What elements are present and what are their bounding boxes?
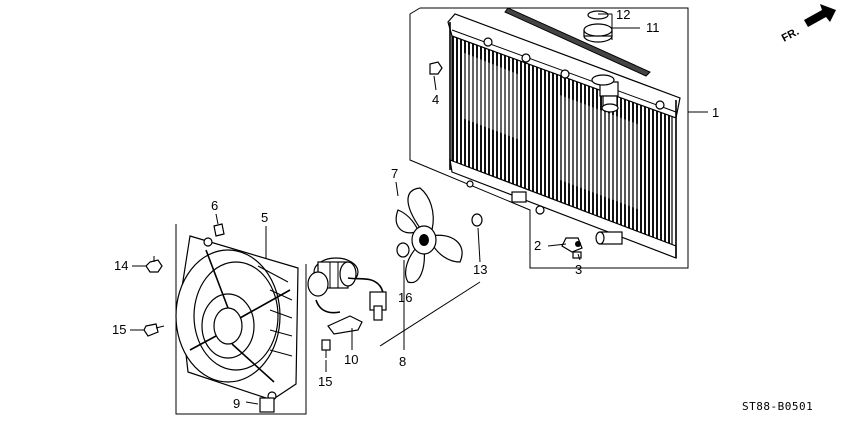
connector-holder	[259, 397, 275, 413]
callout-2: 2	[534, 238, 541, 253]
callout-1: 1	[712, 105, 719, 120]
fan-shroud	[175, 224, 307, 415]
bolt-15-left	[143, 323, 165, 337]
fan-washer	[396, 242, 410, 258]
fan-nut	[471, 213, 483, 227]
radiator-cap	[583, 10, 613, 43]
callout-5: 5	[261, 210, 268, 225]
callout-15-left: 15	[112, 322, 126, 337]
front-label: FR.	[780, 26, 801, 45]
fan-motor	[307, 257, 387, 321]
callout-13: 13	[473, 262, 487, 277]
diagram-code: ST88-B0501	[742, 400, 813, 413]
shroud-clip	[213, 223, 225, 237]
callout-14: 14	[114, 258, 128, 273]
callout-9: 9	[233, 396, 240, 411]
leader-lines	[130, 13, 708, 405]
callout-12: 12	[616, 7, 630, 22]
callout-16: 16	[398, 290, 412, 305]
cap-seal	[587, 10, 609, 20]
radiator-seal-strip	[504, 7, 651, 77]
fan-blade	[395, 187, 463, 284]
callout-3: 3	[575, 262, 582, 277]
filler-neck	[591, 74, 615, 86]
radiator-assembly	[409, 7, 689, 269]
drain-plug	[561, 237, 583, 259]
fan-assembly-group-line	[379, 281, 481, 347]
callouts: 1 2 3 4 5 6 7 8 9 10 11 12 13 14 15 15 1…	[112, 7, 719, 411]
callout-15-bottom: 15	[318, 374, 332, 389]
wire-bracket	[327, 315, 363, 335]
callout-10: 10	[344, 352, 358, 367]
upper-cushion	[429, 61, 443, 75]
callout-8: 8	[399, 354, 406, 369]
callout-4: 4	[432, 92, 439, 107]
callout-11: 11	[646, 20, 660, 35]
callout-7: 7	[391, 166, 398, 181]
radiator-group-outline	[409, 7, 689, 269]
front-direction-indicator: FR.	[780, 4, 836, 45]
callout-6: 6	[211, 198, 218, 213]
bolt-14	[145, 256, 163, 273]
bolt-15-bottom	[321, 339, 331, 358]
